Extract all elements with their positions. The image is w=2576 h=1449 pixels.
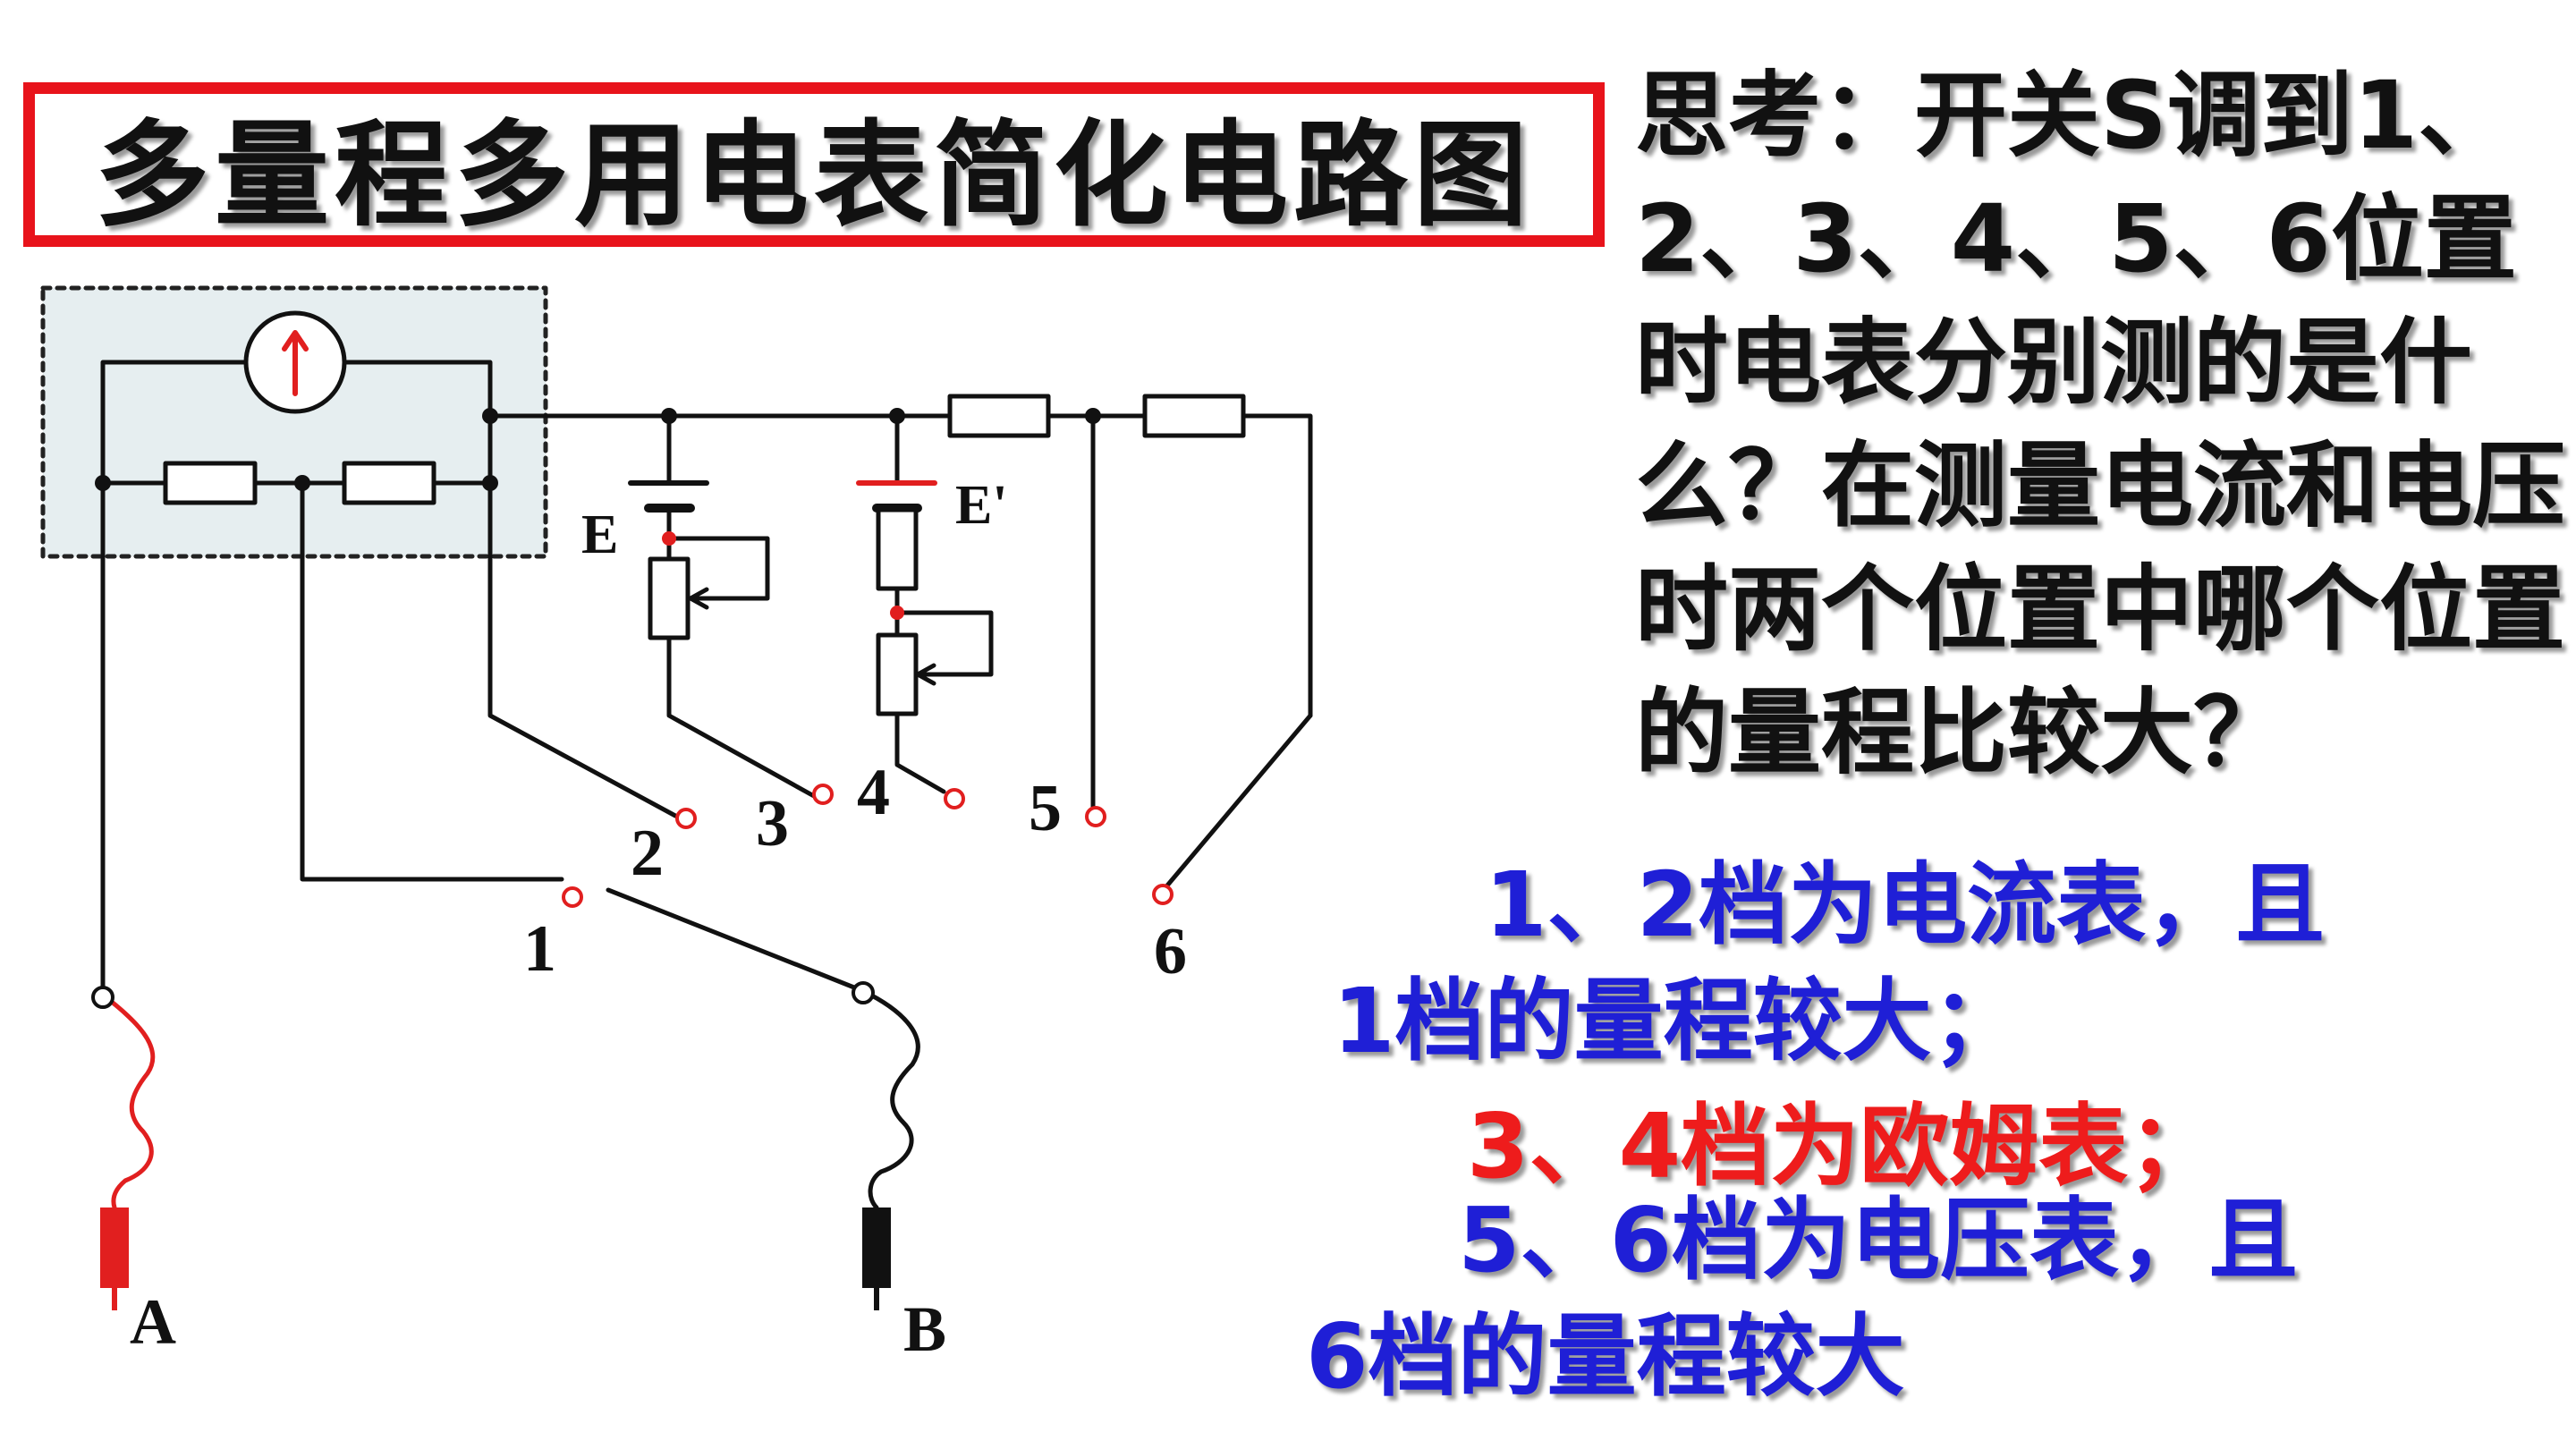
probe-label-b: B bbox=[903, 1293, 946, 1365]
junction-dot bbox=[482, 475, 498, 491]
terminal-label-4: 4 bbox=[857, 756, 890, 829]
shunt-resistor-2 bbox=[342, 461, 436, 505]
battery-label-e-prime: E' bbox=[955, 475, 1008, 536]
terminal-label-5: 5 bbox=[1029, 772, 1062, 845]
answer-line-2: 1档的量程较大； bbox=[1333, 969, 2021, 1073]
probe-a-jack bbox=[91, 986, 114, 1009]
wire-to-terminal-3 bbox=[666, 635, 817, 799]
shunt-resistor-1 bbox=[163, 461, 258, 505]
terminal-label-6: 6 bbox=[1154, 915, 1187, 988]
rheostat-e-prime-wiper bbox=[894, 610, 994, 686]
rheostat-e bbox=[648, 556, 691, 640]
series-resistor-e-prime bbox=[876, 507, 919, 591]
junction-dot bbox=[294, 475, 310, 491]
terminal-6-contact bbox=[1152, 884, 1174, 905]
terminal-label-3: 3 bbox=[756, 787, 789, 860]
battery-label-e: E bbox=[581, 504, 618, 565]
answer-line-3: 3、4档为欧姆表； bbox=[1467, 1094, 2218, 1199]
probe-b bbox=[862, 1208, 891, 1288]
wire-to-terminal-2 bbox=[487, 480, 678, 818]
wire-to-terminal-1 bbox=[300, 480, 564, 882]
junction-dot bbox=[889, 408, 905, 424]
multiplier-resistor-2 bbox=[1142, 394, 1246, 438]
rheostat-e-wiper bbox=[666, 536, 770, 610]
terminal-3-contact bbox=[812, 784, 834, 805]
junction-dot bbox=[482, 408, 498, 424]
answer-line-5: 6档的量程较大 bbox=[1306, 1304, 1905, 1409]
answer-line-1: 1、2档为电流表，且 bbox=[1485, 852, 2326, 957]
wire-to-terminal-6 bbox=[1165, 713, 1313, 888]
slide-title: 多量程多用电表简化电路图 bbox=[94, 108, 1533, 242]
junction-dot bbox=[1085, 408, 1101, 424]
galvanometer-arrow bbox=[282, 330, 309, 396]
terminal-2-contact bbox=[675, 808, 697, 829]
terminal-label-2: 2 bbox=[631, 817, 664, 890]
answer-line-4: 5、6档为电压表，且 bbox=[1458, 1188, 2299, 1292]
junction-dot bbox=[661, 408, 677, 424]
wire-to-terminal-4 bbox=[894, 711, 946, 794]
selector-switch-arm bbox=[606, 887, 866, 994]
probe-a bbox=[100, 1208, 129, 1288]
terminal-label-1: 1 bbox=[523, 912, 556, 986]
wire-galvanometer-branch bbox=[100, 360, 493, 486]
junction-dot bbox=[95, 475, 111, 491]
terminal-1-contact bbox=[562, 886, 583, 908]
probe-b-jack bbox=[852, 981, 875, 1004]
lead-b bbox=[860, 988, 920, 1210]
circuit-diagram: E E' 1 2 3 4 5 6 A B bbox=[40, 285, 1313, 1365]
terminal-4-contact bbox=[944, 788, 965, 809]
multiplier-resistor-1 bbox=[947, 394, 1051, 438]
lead-a bbox=[100, 992, 156, 1210]
title-box: 多量程多用电表简化电路图 bbox=[23, 82, 1605, 247]
junction-dot-red bbox=[662, 531, 676, 546]
rheostat-e-prime bbox=[876, 632, 919, 716]
junction-dot-red bbox=[890, 606, 904, 620]
probe-label-a: A bbox=[130, 1286, 176, 1358]
question-text: 思考：开关S调到1、2、3、4、5、6位置时电表分别测的是什么？在测量电流和电压… bbox=[1635, 61, 2566, 787]
terminal-5-contact bbox=[1085, 806, 1106, 827]
